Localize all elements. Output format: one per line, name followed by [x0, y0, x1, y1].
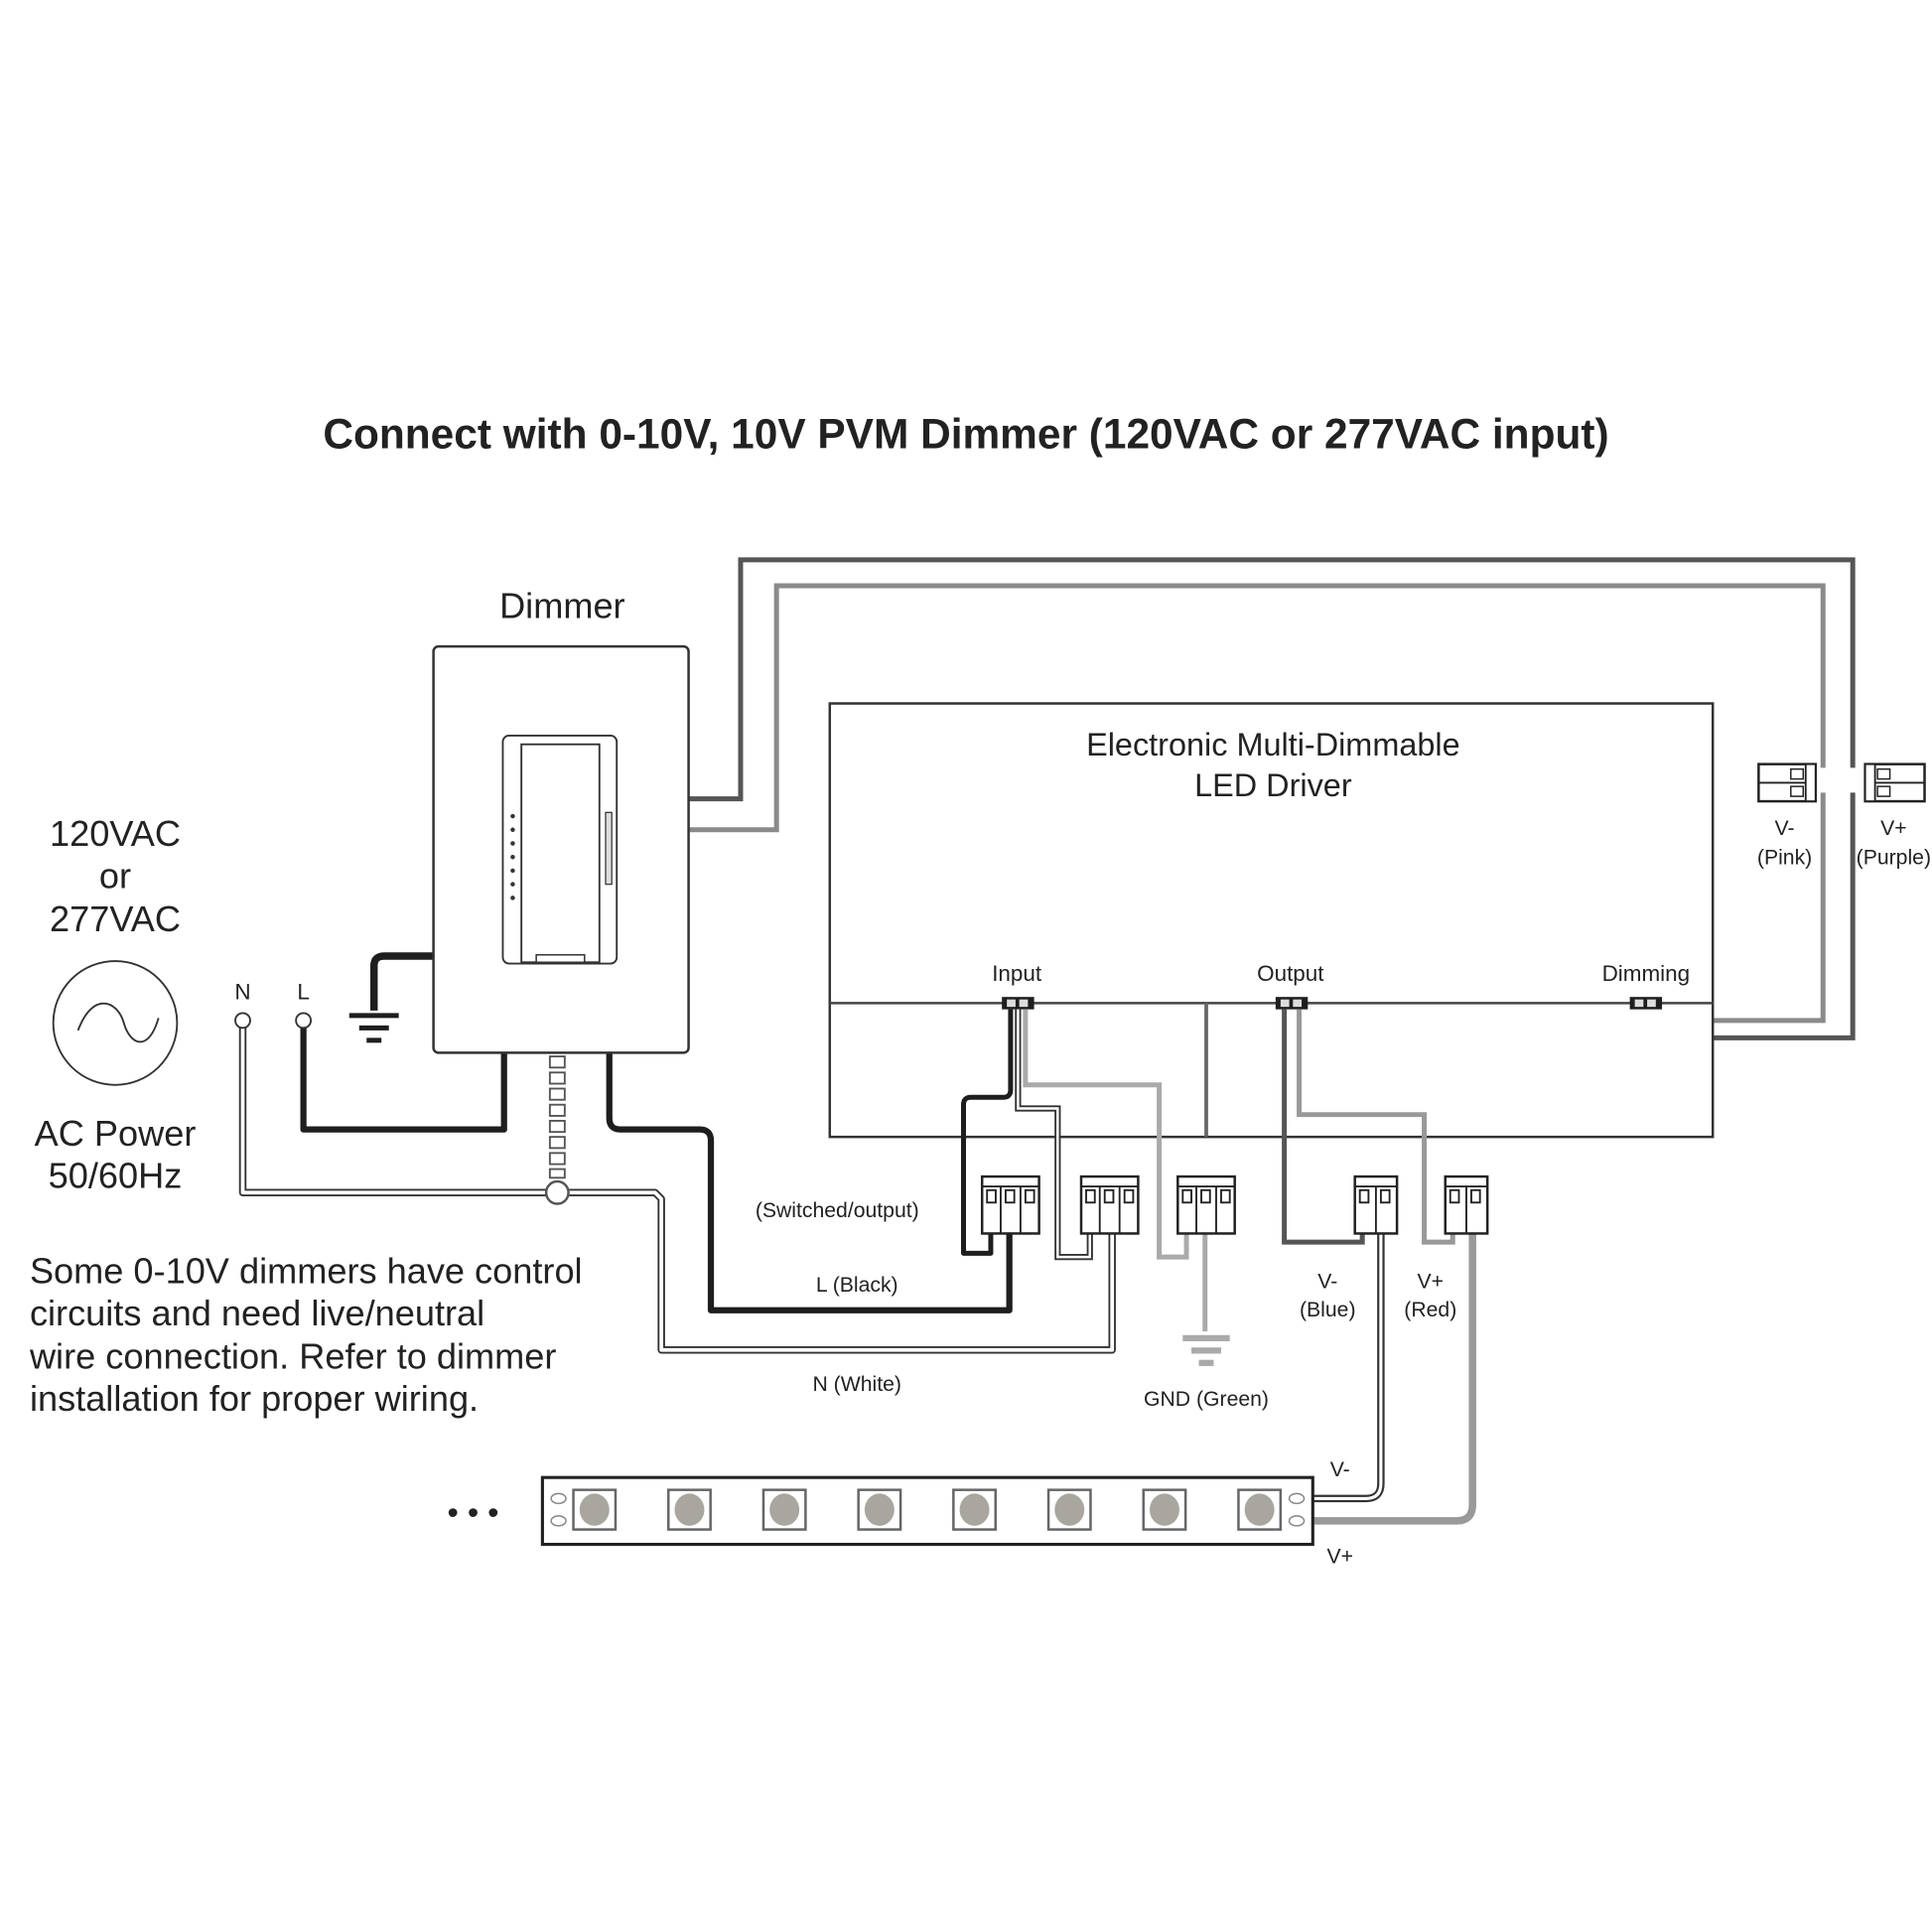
driver-title-line2: LED Driver — [1194, 767, 1352, 803]
note-line-2: circuits and need live/neutral — [30, 1293, 484, 1333]
driver-output-red-lead — [1297, 1009, 1455, 1245]
output-positive-color: (Red) — [1404, 1299, 1456, 1321]
output-port-label: Output — [1257, 961, 1324, 986]
note-line-4: installation for proper wiring. — [30, 1378, 479, 1419]
ac-sine-wave-icon — [52, 960, 179, 1086]
input-port-connector — [1002, 997, 1035, 1010]
diagram-title: Connect with 0-10V, 10V PVM Dimmer (120V… — [323, 411, 1608, 458]
strip-pad-negative — [1288, 1492, 1306, 1505]
neutral-terminal-label: N — [234, 980, 250, 1005]
led-chip — [667, 1488, 712, 1531]
strip-pad-left-top — [550, 1492, 567, 1505]
voltage-120: 120VAC — [50, 813, 181, 854]
strip-pad-left-bottom — [550, 1515, 567, 1527]
live-terminal[interactable] — [295, 1012, 313, 1030]
led-strip: • • • V- V+ — [447, 1458, 1353, 1568]
note-line-3: wire connection. Refer to dimmer — [29, 1335, 557, 1376]
dimming-wire-gray — [688, 583, 1826, 833]
dimmer-rocker[interactable] — [520, 743, 601, 964]
driver-input-white-lead — [1015, 1009, 1093, 1261]
wire-connector-neutral[interactable] — [1079, 1174, 1140, 1235]
dimming-wire-dark — [688, 557, 1856, 802]
wire-connector-switched[interactable] — [980, 1174, 1040, 1235]
ground-icon — [348, 1013, 399, 1043]
led-driver: Electronic Multi-Dimmable LED Driver Inp… — [828, 702, 1715, 1139]
frequency-label: 50/60Hz — [49, 1155, 183, 1195]
strip-body — [540, 1475, 1314, 1547]
live-black-label: L (Black) — [816, 1274, 898, 1297]
dimming-positive-label: V+ — [1880, 817, 1907, 840]
led-chip — [857, 1488, 902, 1531]
wire-connector-output-positive[interactable] — [1444, 1174, 1489, 1235]
output-positive-label: V+ — [1418, 1270, 1445, 1293]
dimmer-control-link — [544, 1055, 570, 1205]
driver-title-line1: Electronic Multi-Dimmable — [1086, 727, 1460, 762]
led-chip — [572, 1488, 618, 1531]
dimmer[interactable]: Dimmer — [432, 585, 690, 1054]
voltage-277: 277VAC — [50, 898, 181, 939]
dimmer-slider[interactable] — [605, 811, 613, 886]
ground-green-label: GND (Green) — [1144, 1388, 1269, 1411]
output-negative-color: (Blue) — [1300, 1299, 1356, 1321]
dimmer-ground-lead — [369, 952, 434, 1011]
dimming-negative-label: V- — [1775, 817, 1795, 840]
led-chip — [1142, 1488, 1187, 1531]
neutral-terminal[interactable] — [234, 1012, 251, 1030]
dimmer-level-indicators — [510, 813, 515, 900]
strip-negative-label: V- — [1330, 1458, 1350, 1481]
wire-connector-output-negative[interactable] — [1353, 1174, 1399, 1235]
neutral-white-label: N (White) — [812, 1373, 900, 1396]
strip-negative-wire — [1312, 1225, 1385, 1503]
live-input-wire — [300, 1028, 507, 1133]
neutral-junction — [544, 1179, 570, 1205]
dimming-connector-negative[interactable] — [1757, 762, 1817, 803]
neutral-wire — [238, 1028, 1116, 1354]
dimming-connector-positive[interactable] — [1863, 762, 1926, 803]
live-terminal-label: L — [297, 980, 309, 1005]
dimmer-rocker-tab — [535, 954, 586, 964]
ac-power-source: 120VAC or 277VAC AC Power 50/60Hz — [35, 813, 197, 1195]
dimming-port-connector — [1629, 997, 1663, 1010]
led-chip — [761, 1488, 807, 1531]
output-port-connector — [1275, 997, 1309, 1010]
wiring-note: Some 0-10V dimmers have control circuits… — [29, 1250, 583, 1418]
dimmer-label: Dimmer — [499, 585, 625, 625]
switched-output-label: (Switched/output) — [756, 1199, 919, 1222]
note-line-1: Some 0-10V dimmers have control — [30, 1250, 583, 1291]
output-negative-label: V- — [1317, 1270, 1337, 1293]
driver-input-black-lead — [961, 1009, 1014, 1256]
voltage-or: or — [99, 855, 131, 896]
strip-positive-wire — [1312, 1225, 1476, 1525]
led-chip — [952, 1488, 998, 1531]
dimming-negative-color: (Pink) — [1757, 847, 1812, 870]
led-chip — [1237, 1488, 1283, 1531]
wire-connector-ground[interactable] — [1176, 1174, 1236, 1235]
dimming-port-label: Dimming — [1602, 961, 1691, 986]
dimming-positive-color: (Purple) — [1857, 847, 1931, 870]
driver-input-green-lead — [1023, 1009, 1189, 1260]
led-chip — [1046, 1488, 1092, 1531]
strip-pad-positive — [1288, 1515, 1306, 1527]
strip-continuation-dots: • • • — [447, 1494, 498, 1530]
ground-symbol-icon — [1182, 1334, 1230, 1366]
ac-power-label: AC Power — [35, 1113, 197, 1154]
switched-live-wire — [606, 1052, 1013, 1313]
strip-positive-label: V+ — [1326, 1545, 1353, 1568]
input-port-label: Input — [992, 961, 1042, 986]
